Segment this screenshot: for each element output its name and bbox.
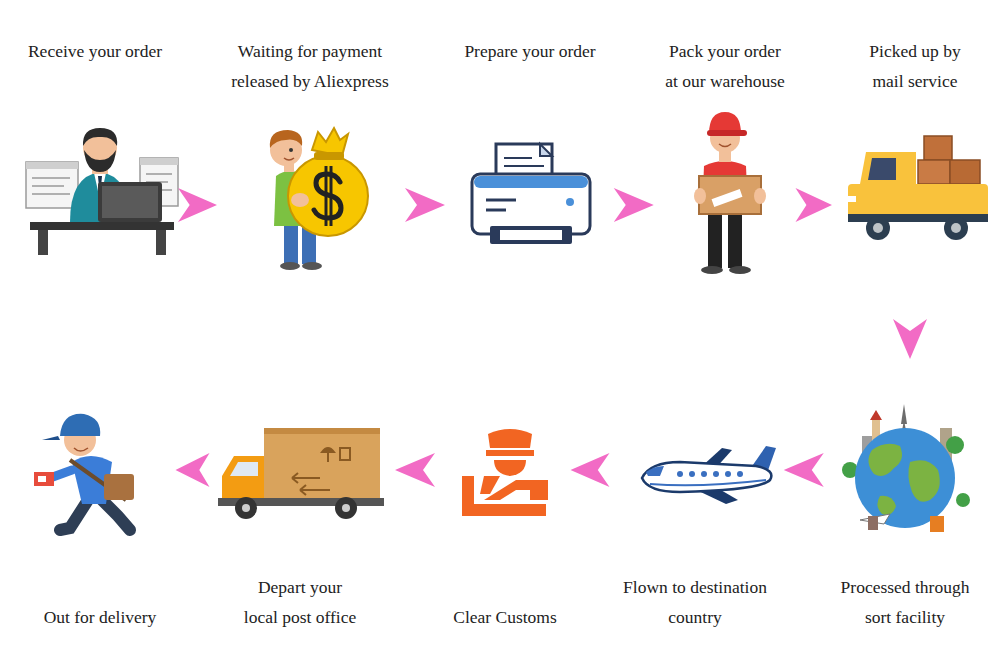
flow-arrow: [784, 453, 824, 487]
step-label: Flown to destination country: [618, 572, 773, 632]
step-node: Processed through sort facility: [831, 400, 979, 632]
step-label: Processed through sort facility: [835, 572, 975, 632]
step-label: Clear Customs: [448, 602, 563, 632]
flow-arrow: [796, 188, 833, 222]
post-truck-icon: [218, 428, 384, 519]
flow-arrow: [176, 453, 210, 487]
flow-arrow: [395, 453, 435, 487]
step-label: Prepare your order: [455, 36, 605, 66]
printer-icon: [472, 144, 590, 244]
step-node: Waiting for payment released by Aliexpre…: [221, 36, 399, 278]
office-worker-icon: [26, 128, 178, 255]
flow-arrow: [178, 188, 217, 222]
step-node: Flown to destination country: [614, 400, 777, 632]
step-label: Depart your local post office: [242, 572, 359, 632]
flow-arrow: [614, 188, 654, 222]
step-node: Depart your local post office: [214, 400, 387, 632]
airplane-icon: [642, 446, 776, 504]
pickup-truck-icon: [848, 136, 988, 240]
step-label: Receive your order: [20, 36, 170, 66]
step-label: Pack your order at our warehouse: [663, 36, 788, 96]
money-bag-icon: [270, 128, 368, 270]
flow-arrow: [405, 188, 445, 222]
globe-icon: [842, 404, 970, 532]
step-label: Out for delivery: [35, 602, 165, 632]
step-node: Out for delivery: [29, 400, 172, 632]
step-label: Picked up by mail service: [860, 36, 970, 96]
postman-icon: [34, 414, 134, 530]
step-node: Receive your order: [16, 36, 174, 278]
step-node: Prepare your order: [451, 36, 609, 278]
step-node: Clear Customs: [444, 400, 567, 632]
delivery-man-icon: [694, 112, 766, 274]
step-node: Pack your order at our warehouse: [659, 36, 792, 278]
step-node: Picked up by mail service: [836, 36, 994, 278]
customs-icon: [462, 429, 548, 516]
step-label: Waiting for payment released by Aliexpre…: [225, 36, 395, 96]
flow-arrow: [571, 453, 610, 487]
flow-arrow: [893, 319, 927, 359]
